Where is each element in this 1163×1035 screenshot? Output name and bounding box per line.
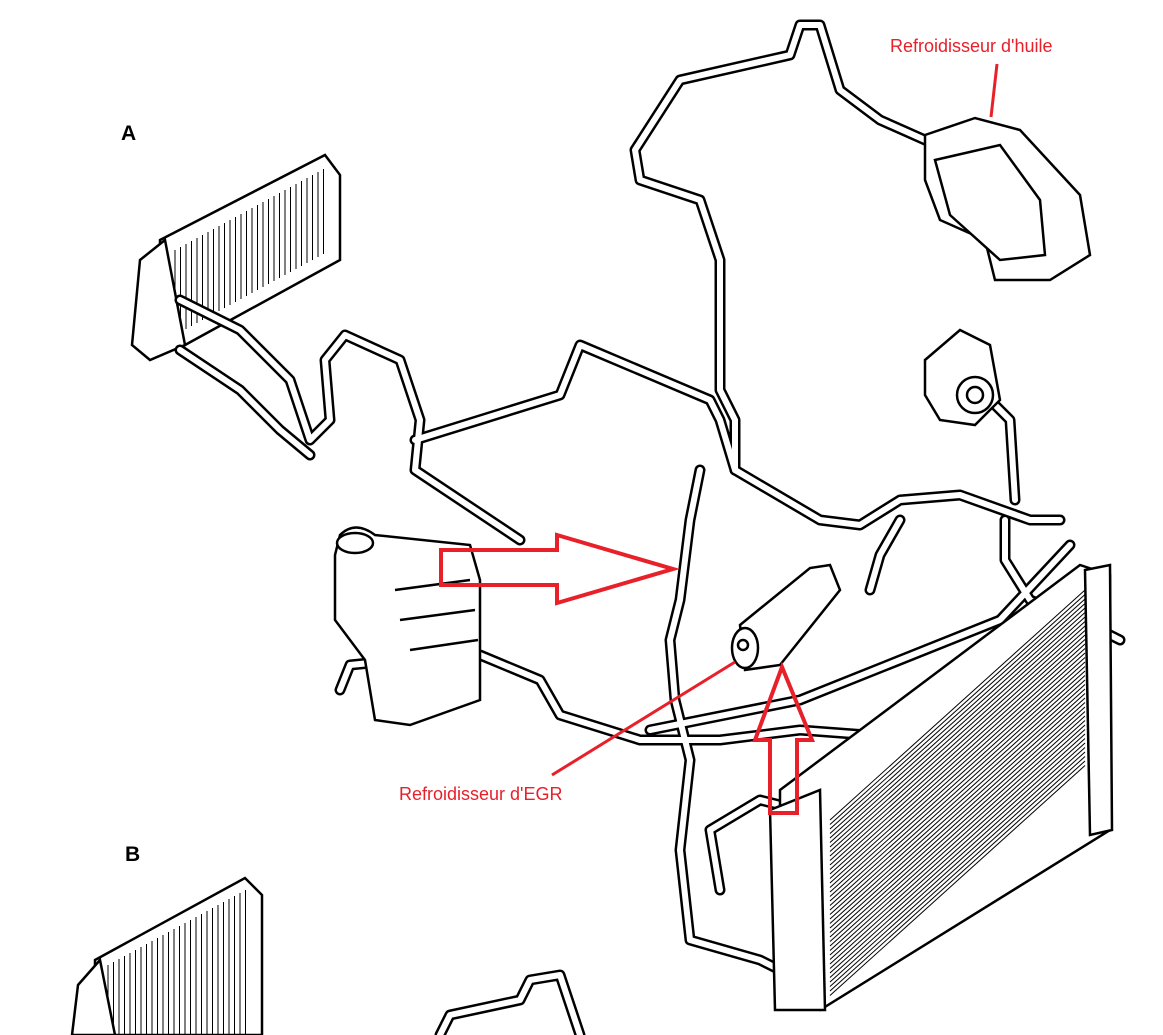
view-label-a: A	[121, 122, 137, 145]
fin	[829, 594, 1086, 825]
thermostat-housing	[923, 328, 1002, 427]
fin	[829, 603, 1086, 834]
fin	[829, 720, 1086, 951]
fin	[829, 634, 1086, 866]
fin	[829, 760, 1086, 992]
fin	[829, 643, 1086, 875]
egr-leader-line	[551, 660, 736, 777]
fin	[829, 621, 1086, 852]
flow-arrow-up	[752, 661, 815, 815]
fin	[829, 751, 1086, 983]
flow-arrow-right	[439, 532, 681, 606]
fin	[829, 661, 1086, 893]
fin	[829, 625, 1086, 857]
fin	[829, 733, 1086, 965]
fin	[829, 675, 1086, 906]
oil-cooler-label: Refroidisseur d'huile	[890, 36, 1053, 56]
fin	[829, 693, 1086, 924]
fin	[829, 742, 1086, 974]
fin	[829, 598, 1086, 830]
fin	[829, 747, 1086, 978]
egr-cooler	[730, 563, 842, 672]
hose-interior	[177, 347, 313, 458]
fin	[829, 679, 1086, 911]
hose-interior	[987, 397, 1018, 503]
fin	[829, 612, 1086, 843]
radiator	[768, 563, 1114, 1012]
fin	[829, 630, 1086, 861]
fin	[829, 670, 1086, 902]
fin	[829, 652, 1086, 884]
hose-interior	[732, 467, 1063, 528]
fin	[829, 684, 1086, 915]
fin	[829, 648, 1086, 879]
fin	[829, 706, 1086, 938]
hose-interior	[412, 342, 738, 473]
fin	[829, 688, 1086, 920]
fin	[829, 724, 1086, 956]
fin	[829, 616, 1086, 848]
fin	[829, 729, 1086, 960]
hose-interior	[632, 22, 928, 473]
hose-interior	[647, 542, 1073, 733]
coolant-hoses	[174, 19, 1126, 1035]
fin	[829, 666, 1086, 897]
fin	[829, 715, 1086, 947]
fin	[829, 765, 1086, 996]
heater-core-b	[70, 876, 264, 1035]
oil-leader-line	[989, 63, 999, 118]
oil-cooler	[923, 116, 1092, 282]
fin	[829, 711, 1086, 942]
fin	[829, 657, 1086, 888]
fin	[829, 639, 1086, 870]
fin	[829, 702, 1086, 933]
hose-interior	[867, 517, 903, 593]
expansion-tank	[333, 526, 482, 727]
hose-interior	[437, 972, 583, 1035]
fin	[829, 756, 1086, 987]
view-label-b: B	[125, 843, 141, 866]
heater-core-a	[130, 153, 342, 362]
hose-interior	[667, 467, 793, 978]
hose-outline	[629, 19, 931, 476]
fin	[829, 697, 1086, 929]
egr-cooler-label: Refroidisseur d'EGR	[399, 784, 563, 804]
fin	[829, 738, 1086, 969]
fin	[829, 607, 1086, 839]
fin	[829, 589, 1086, 821]
